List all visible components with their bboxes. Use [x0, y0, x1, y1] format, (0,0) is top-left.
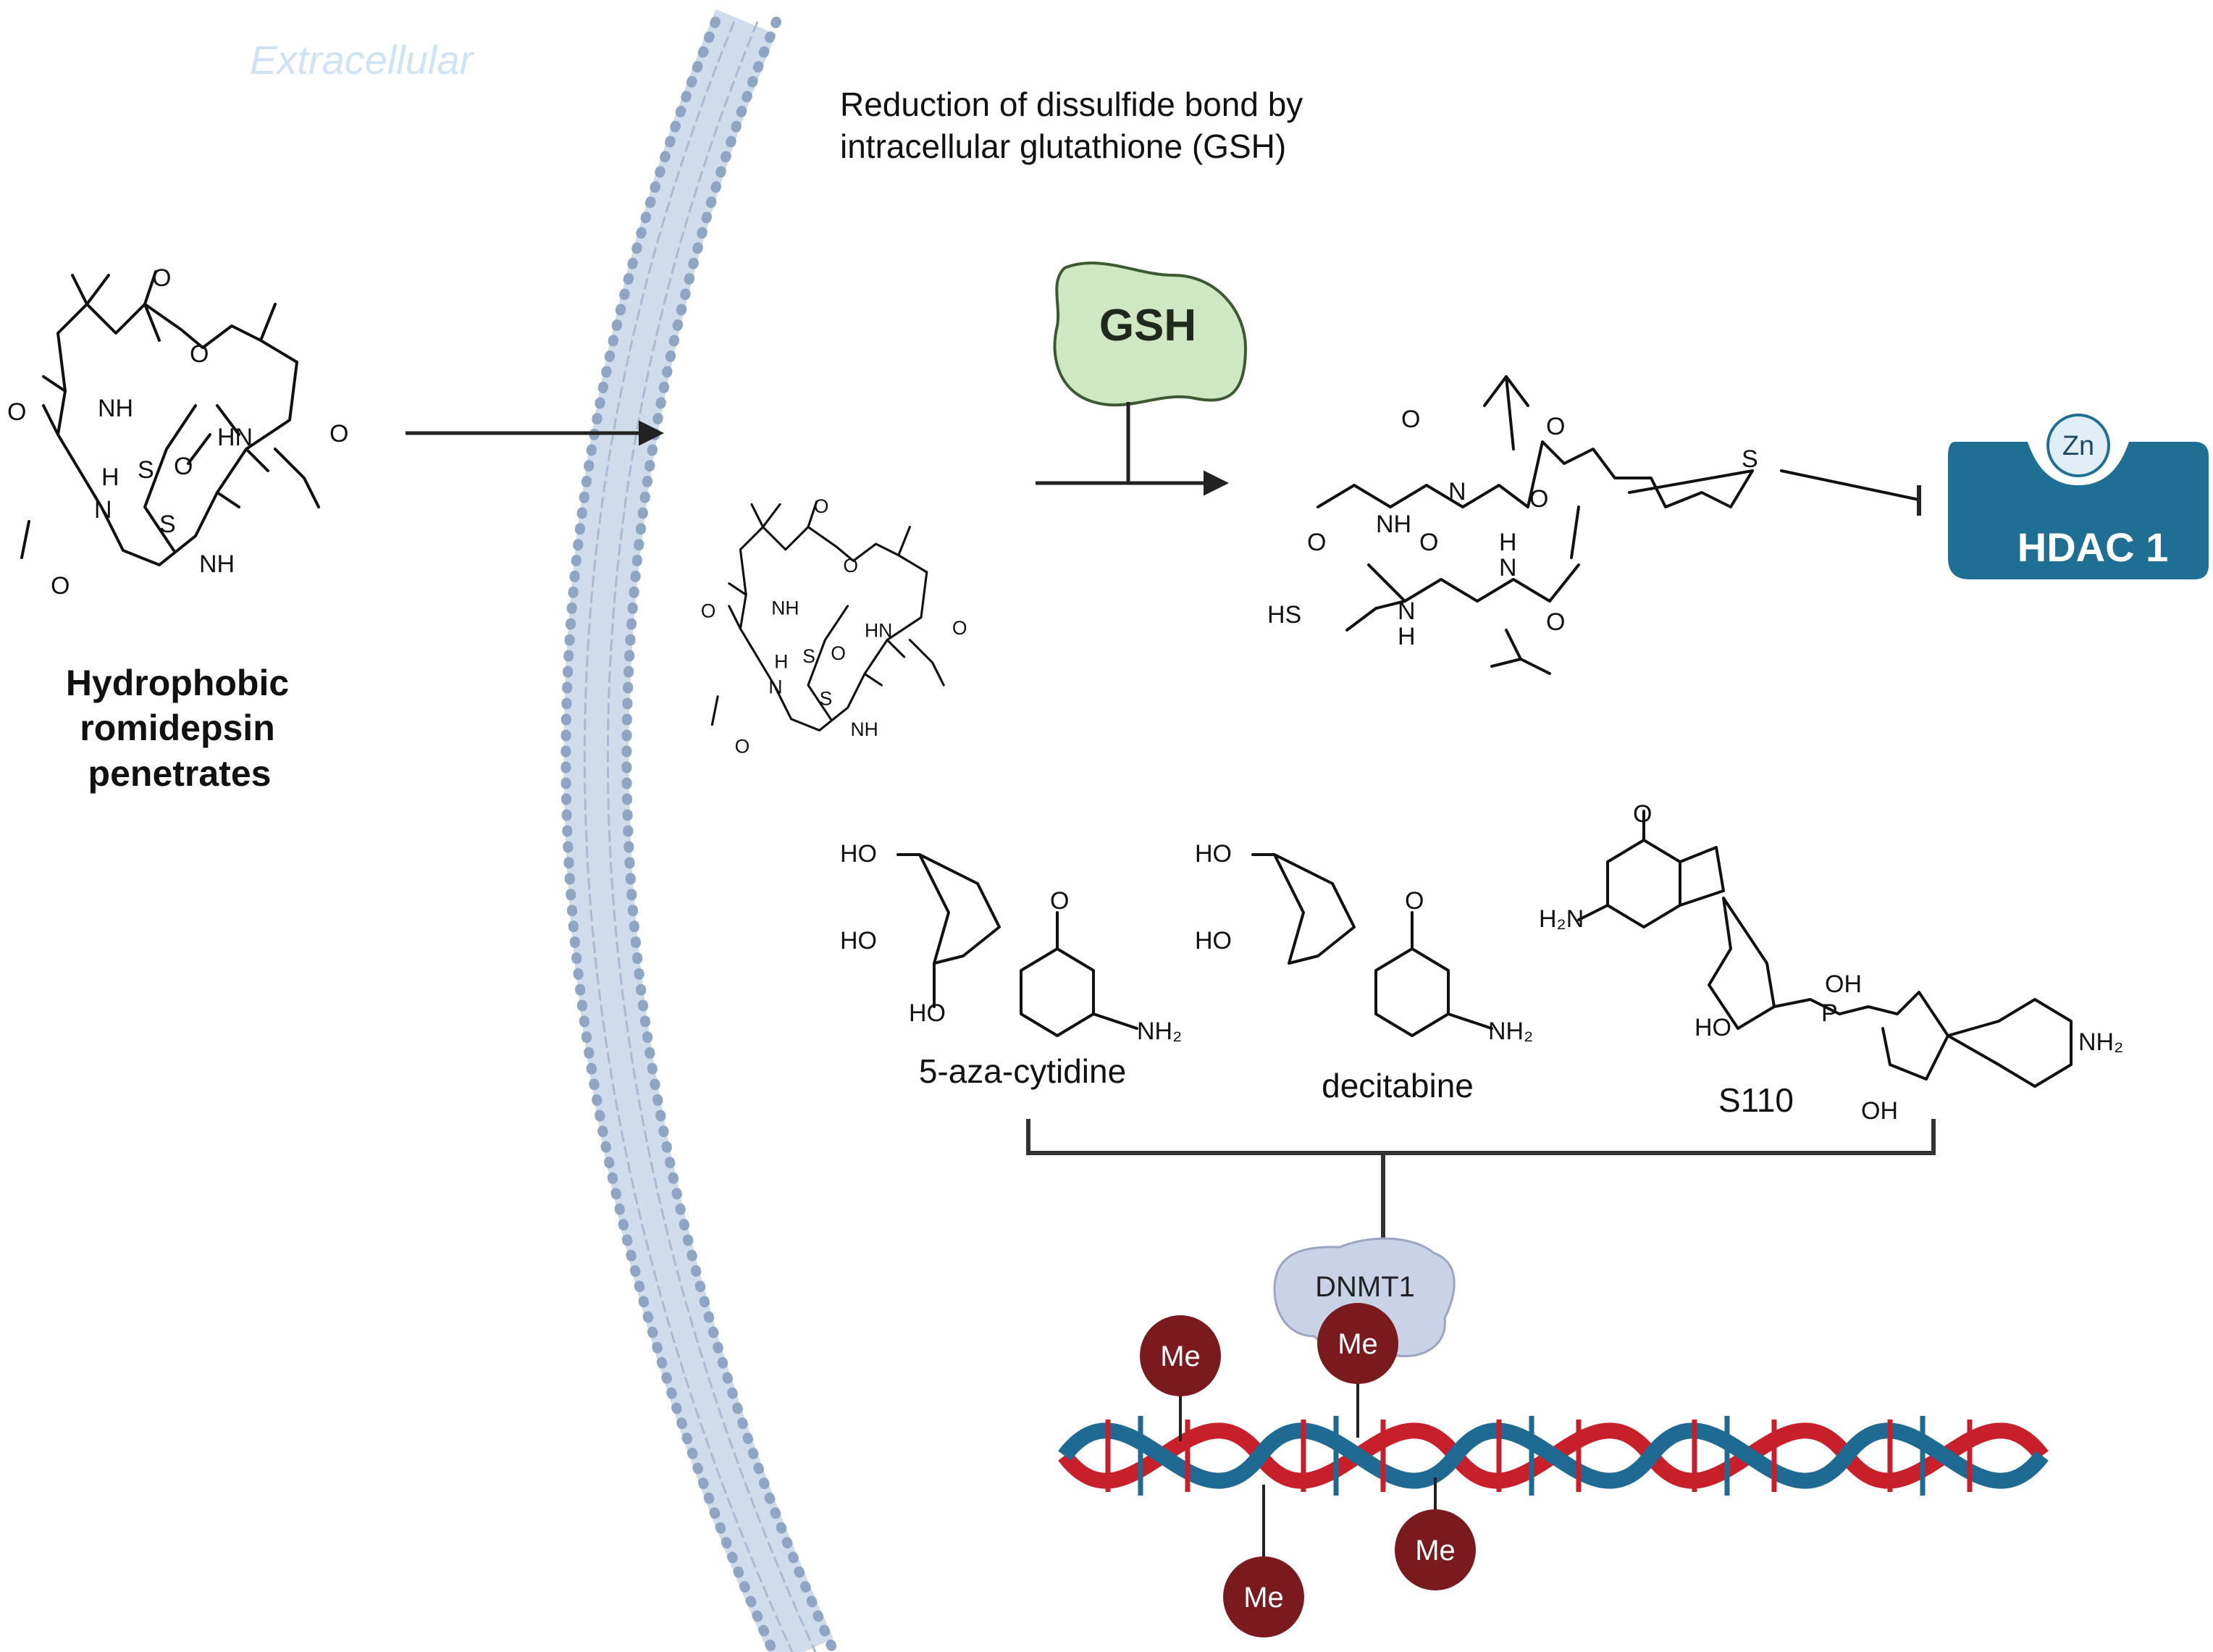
chem-o: O [814, 495, 829, 517]
chem-o: O [152, 264, 171, 292]
hdac-label: HDAC 1 [2017, 524, 2168, 570]
dna-helix [1058, 1416, 2049, 1496]
chem-n: N [1448, 478, 1466, 506]
chem-o: O [735, 736, 750, 758]
chem-o: O [1633, 800, 1652, 828]
hydrophobic-caption-line3: penetrates [88, 753, 272, 794]
chem-ho: HO [1195, 840, 1232, 868]
chem-nh2: NH₂ [2078, 1028, 2123, 1056]
dnmt1-enzyme: DNMT1 [1273, 1237, 1456, 1359]
gsh-label: GSH [1099, 301, 1196, 351]
chem-oh: OH [1825, 970, 1862, 998]
chem-s: S [138, 456, 154, 484]
methyl-label: Me [1243, 1582, 1284, 1614]
chem-o: O [174, 453, 193, 480]
chem-ho: HO [1195, 927, 1232, 955]
chem-nh: NH [98, 395, 133, 422]
hdac1-enzyme: Zn HDAC 1 [1948, 414, 2209, 579]
dnmt1-label: DNMT1 [1315, 1271, 1415, 1303]
methyl-group [1223, 1556, 1304, 1638]
chem-hn: HN [217, 424, 253, 451]
chem-s: S [820, 687, 833, 709]
chem-o: O [952, 617, 967, 639]
chem-nh: NH [199, 550, 235, 578]
decitabine-structure: HO HO O NH₂ decitabine [1195, 840, 1533, 1104]
chem-n: N [1499, 554, 1517, 582]
methyl-group [1395, 1509, 1476, 1590]
chem-o: O [1050, 887, 1069, 915]
chem-h: H [774, 651, 788, 673]
chem-o: O [843, 555, 858, 576]
methyl-label: Me [1160, 1341, 1201, 1372]
chem-nh2: NH₂ [1137, 1018, 1182, 1045]
gsh-molecule: GSH [1053, 261, 1248, 407]
chem-o: O [51, 572, 70, 600]
chem-o: O [7, 398, 26, 426]
reduction-caption-line1: Reduction of dissulfide bond by [840, 85, 1303, 123]
reduced-romidepsin-structure: O O N O NH O O H N HS N H O S [1267, 375, 1921, 675]
chem-hs: HS [1267, 601, 1301, 629]
chem-o: O [1546, 608, 1565, 636]
chem-s: S [159, 511, 176, 538]
methyl-label: Me [1415, 1535, 1456, 1567]
chem-o: O [1529, 485, 1548, 513]
chem-h: H [1499, 529, 1517, 556]
chem-o: O [329, 420, 348, 448]
cell-membrane [560, 9, 839, 1652]
drug-label-s110: S110 [1718, 1081, 1794, 1119]
methyl-label: Me [1338, 1328, 1378, 1360]
chem-o: O [1546, 413, 1565, 440]
romidepsin-structure-inside: O O NH HN O O H N S S O NH O [701, 495, 967, 758]
chem-h2n: H₂N [1539, 905, 1584, 933]
chem-h: H [1398, 623, 1416, 650]
chem-ho: HO [840, 927, 877, 955]
zinc-ion [2046, 414, 2110, 477]
chem-nh: NH [771, 598, 799, 619]
methyl-group [1317, 1303, 1398, 1384]
chem-o: O [831, 642, 846, 664]
chem-p: P [1821, 999, 1838, 1027]
chem-o: O [1307, 529, 1326, 556]
azacytidine-structure: HO HO HO O NH₂ 5-aza-cytidine [840, 840, 1182, 1090]
extracellular-label: Extracellular [250, 37, 474, 83]
methyl-group [1140, 1315, 1221, 1396]
chem-n: N [1398, 598, 1416, 625]
chem-o: O [190, 340, 209, 368]
drug-label-azacytidine: 5-aza-cytidine [919, 1052, 1126, 1090]
chem-o: O [1401, 406, 1420, 433]
inhibition-bracket [1026, 1119, 1936, 1244]
methyl-groups: Me Me Me Me [1140, 1303, 1476, 1638]
chem-h: H [101, 464, 119, 491]
zn-label: Zn [2062, 431, 2094, 461]
chem-ho: HO [909, 999, 946, 1027]
chem-oh: OH [1861, 1097, 1898, 1125]
chem-ho: HO [840, 840, 877, 868]
chem-nh: NH [1376, 511, 1411, 538]
chem-o: O [1419, 529, 1438, 556]
chem-o: O [1405, 887, 1424, 915]
chem-ho: HO [1695, 1014, 1731, 1041]
drug-label-decitabine: decitabine [1322, 1067, 1474, 1104]
s110-structure: O H₂N HO P OH OH NH₂ S110 [1539, 800, 2123, 1125]
chem-n: N [768, 676, 782, 698]
chem-n: N [94, 496, 112, 524]
chem-o: O [701, 600, 716, 621]
chem-nh2: NH₂ [1488, 1018, 1533, 1045]
hydrophobic-caption-line2: romidepsin [80, 708, 274, 748]
chem-s: S [802, 645, 815, 667]
chem-nh: NH [851, 718, 878, 740]
chem-s: S [1742, 445, 1758, 473]
reduction-caption-line2: intracellular glutathione (GSH) [840, 127, 1286, 165]
chem-hn: HN [865, 620, 892, 642]
romidepsin-structure-outside: O O NH HN O O H N S S O NH O [7, 264, 348, 600]
hydrophobic-caption-line1: Hydrophobic [66, 663, 289, 703]
